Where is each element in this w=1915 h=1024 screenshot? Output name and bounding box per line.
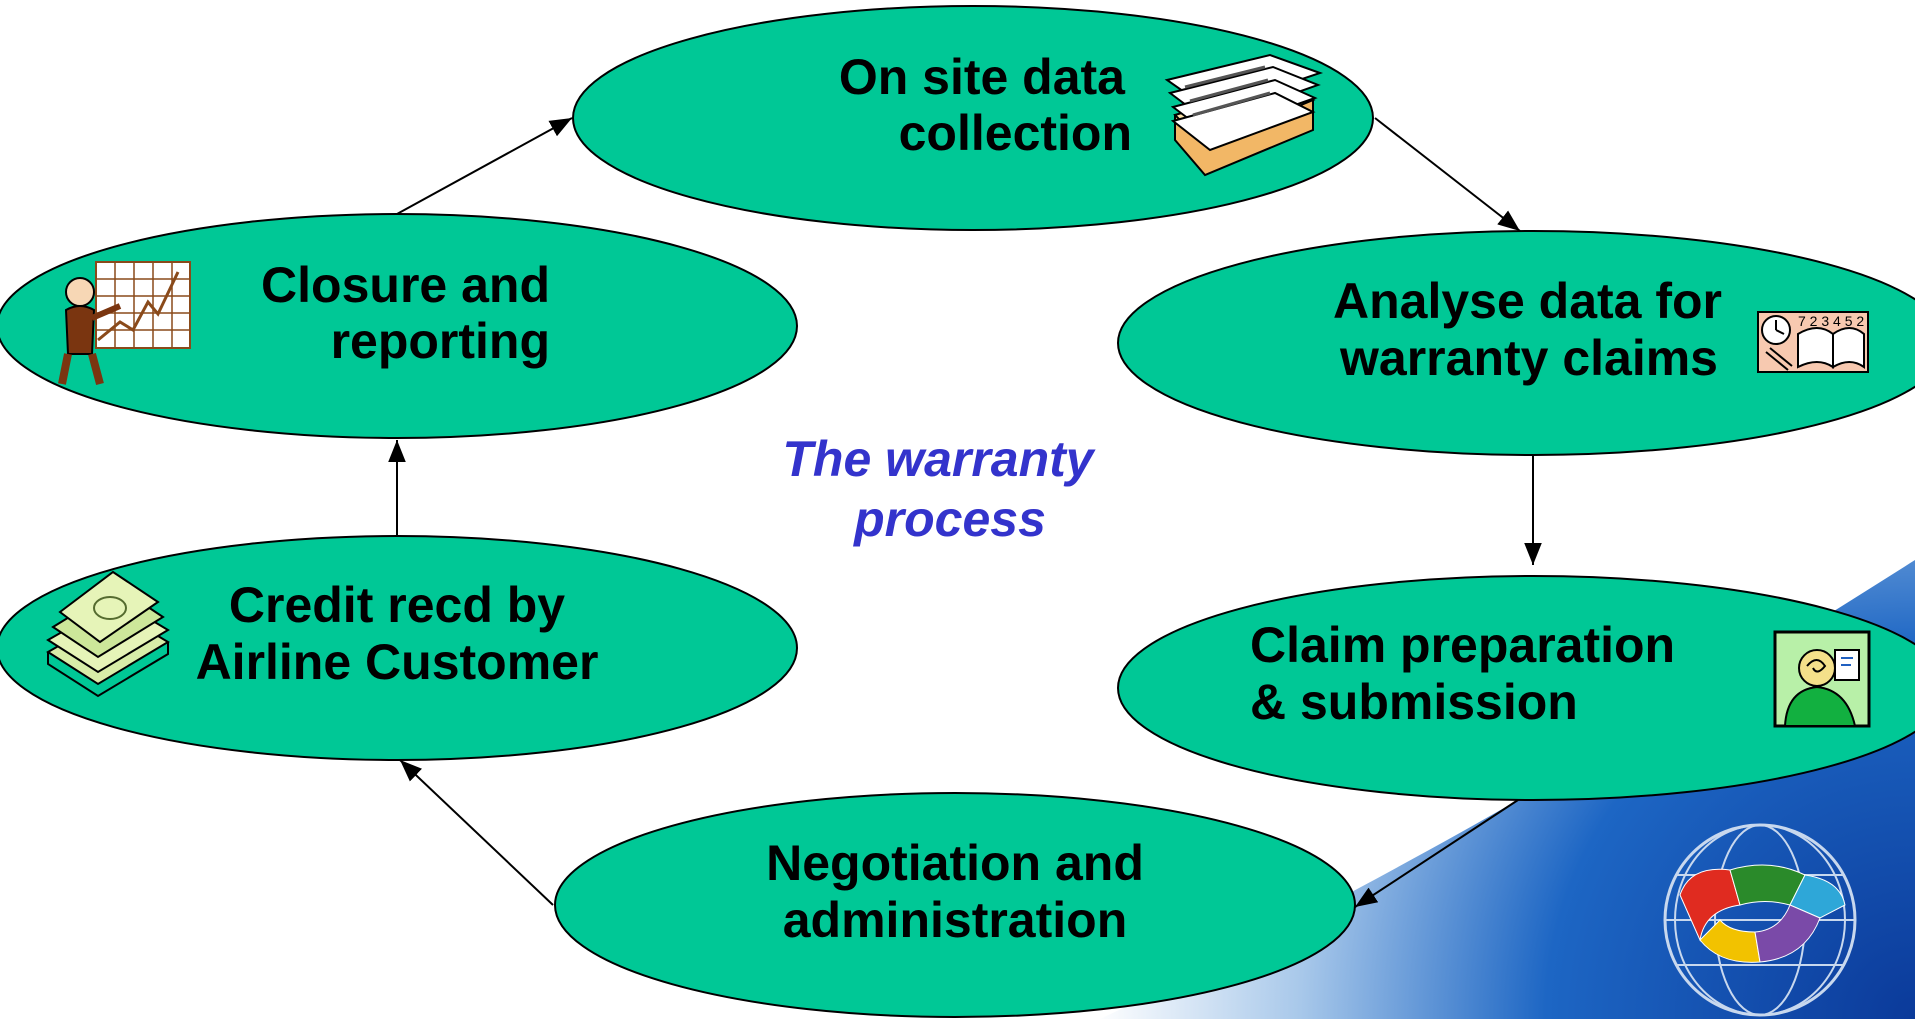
arrow-collection-to-analyse <box>1374 117 1521 232</box>
center-title: The warranty process <box>782 431 1095 547</box>
node-label-line2: warranty claims <box>1339 330 1718 386</box>
paper-stack-icon <box>1164 53 1324 177</box>
node-analyse-data: Analyse data for warranty claims 7 2 3 4… <box>1117 230 1915 456</box>
node-closure-reporting: Closure and reporting <box>0 213 798 439</box>
money-stack-icon <box>46 570 170 698</box>
node-label-line2: Airline Customer <box>196 634 599 690</box>
node-label-line2: administration <box>783 892 1127 948</box>
node-label-line1: Negotiation and <box>766 835 1144 891</box>
node-credit-received: Credit recd by Airline Customer <box>0 535 798 761</box>
node-label-line1: Claim preparation <box>1250 617 1675 673</box>
node-ellipse <box>1117 575 1915 801</box>
node-negotiation-administration: Negotiation and administration <box>554 792 1356 1018</box>
node-on-site-data-collection: On site data collection <box>572 5 1374 231</box>
globe-puzzle-logo <box>1663 823 1857 1017</box>
node-label-line1: On site data <box>839 49 1126 105</box>
arrow-claim-to-negotiation <box>1354 799 1519 908</box>
arrow-closure-to-collection <box>396 117 573 215</box>
presenter-chart-icon <box>58 261 191 386</box>
node-ellipse <box>572 5 1374 231</box>
node-label-line1: Analyse data for <box>1333 273 1722 329</box>
center-title-line1: The warranty <box>782 431 1095 487</box>
node-label-line2: reporting <box>331 313 550 369</box>
node-label-line2: collection <box>899 105 1132 161</box>
arrow-negotiation-to-credit <box>399 759 554 906</box>
node-claim-preparation: Claim preparation & submission <box>1117 575 1915 801</box>
open-book-icon: 7 2 3 4 5 2 <box>1757 311 1869 373</box>
node-ellipse <box>554 792 1356 1018</box>
center-title-line2: process <box>852 491 1046 547</box>
svg-text:7 2 3 4 5 2: 7 2 3 4 5 2 <box>1798 313 1864 329</box>
node-label-line2: & submission <box>1250 674 1578 730</box>
node-label-line1: Closure and <box>261 257 550 313</box>
node-ellipse <box>1117 230 1915 456</box>
flow-arrows <box>388 117 1542 908</box>
node-ellipse <box>0 213 798 439</box>
node-label-line1: Credit recd by <box>229 577 565 633</box>
person-at-phone-icon <box>1773 630 1871 728</box>
node-ellipse <box>0 535 798 761</box>
